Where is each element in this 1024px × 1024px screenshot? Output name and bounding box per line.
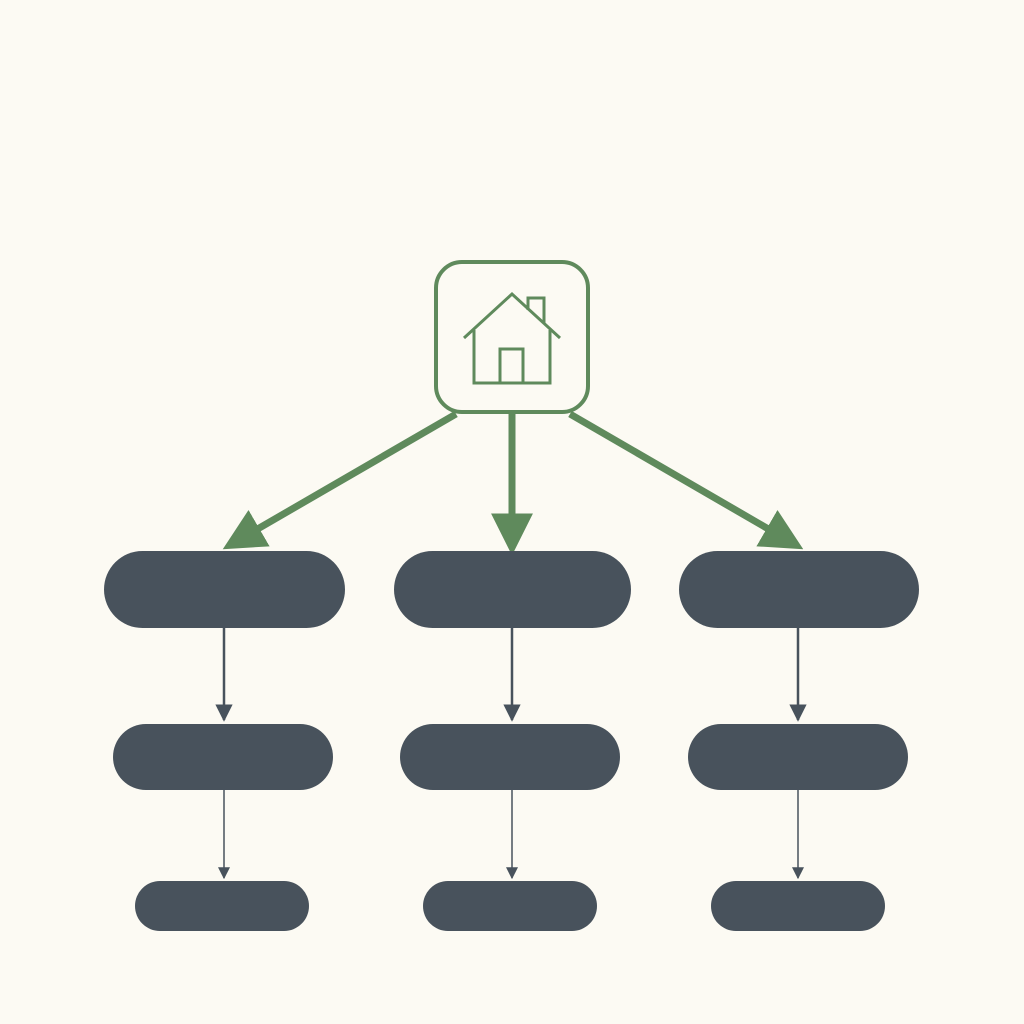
root-node[interactable] (434, 260, 590, 414)
level-2-nodes (113, 724, 908, 790)
col1-node-1[interactable] (104, 551, 345, 628)
col2-node-1[interactable] (394, 551, 631, 628)
col1-node-2[interactable] (113, 724, 333, 790)
level-3-nodes (135, 881, 885, 931)
root-to-right-arrow (568, 410, 804, 550)
col1-node-3[interactable] (135, 881, 309, 931)
root-to-left-arrow (222, 410, 458, 550)
col3-node-1[interactable] (679, 551, 919, 628)
col2-node-3[interactable] (423, 881, 597, 931)
col2-node-2[interactable] (400, 724, 620, 790)
column-connectors (215, 628, 807, 880)
house-icon (462, 291, 562, 385)
col3-node-3[interactable] (711, 881, 885, 931)
level-1-nodes (104, 551, 919, 628)
col3-node-2[interactable] (688, 724, 908, 790)
root-node-box (434, 260, 590, 414)
root-connectors (222, 410, 804, 556)
